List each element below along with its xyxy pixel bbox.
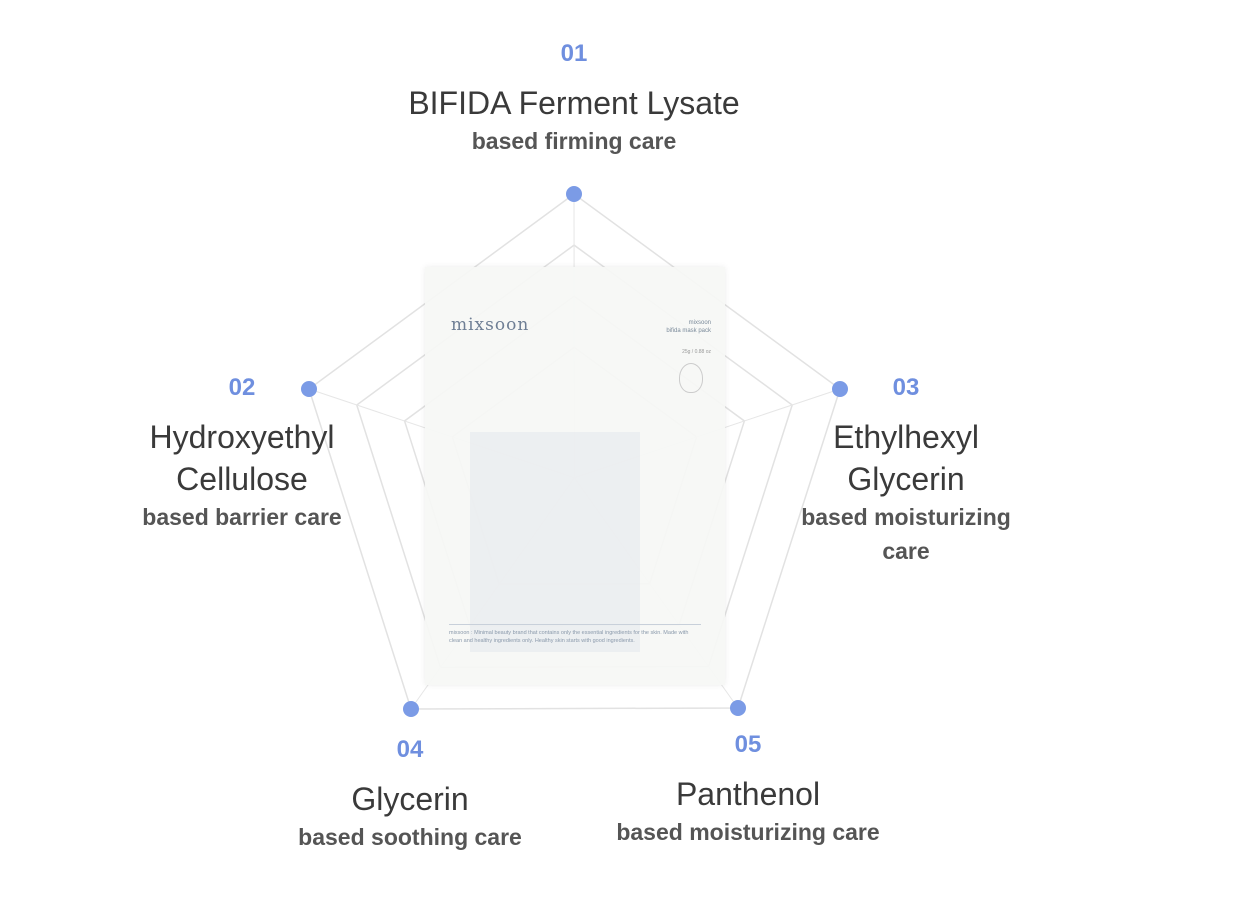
pack-window	[470, 432, 640, 652]
axis-label-05: 05 Panthenol based moisturizing care	[616, 731, 880, 845]
axis-label-03: 03 Ethylhexyl Glycerin based moisturizin…	[801, 374, 1011, 564]
axis-label-01: 01 BIFIDA Ferment Lysate based firming c…	[408, 40, 740, 154]
axis-label-02: 02 Hydroxyethyl Cellulose based barrier …	[142, 374, 342, 530]
vertex-dot	[832, 381, 848, 397]
vertex-dot	[730, 700, 746, 716]
pack-brand: mixsoon	[451, 315, 530, 335]
vertex-dot	[566, 186, 582, 202]
vertex-dot	[301, 381, 317, 397]
pack-tagline: mixsoon : Minimal beauty brand that cont…	[449, 624, 701, 645]
axis-label-04: 04 Glycerin based soothing care	[298, 736, 522, 850]
face-mask-icon	[679, 363, 703, 393]
pack-weight: 25g / 0.88 oz	[682, 349, 711, 355]
vertex-dot	[403, 701, 419, 717]
web-ring	[308, 193, 841, 710]
